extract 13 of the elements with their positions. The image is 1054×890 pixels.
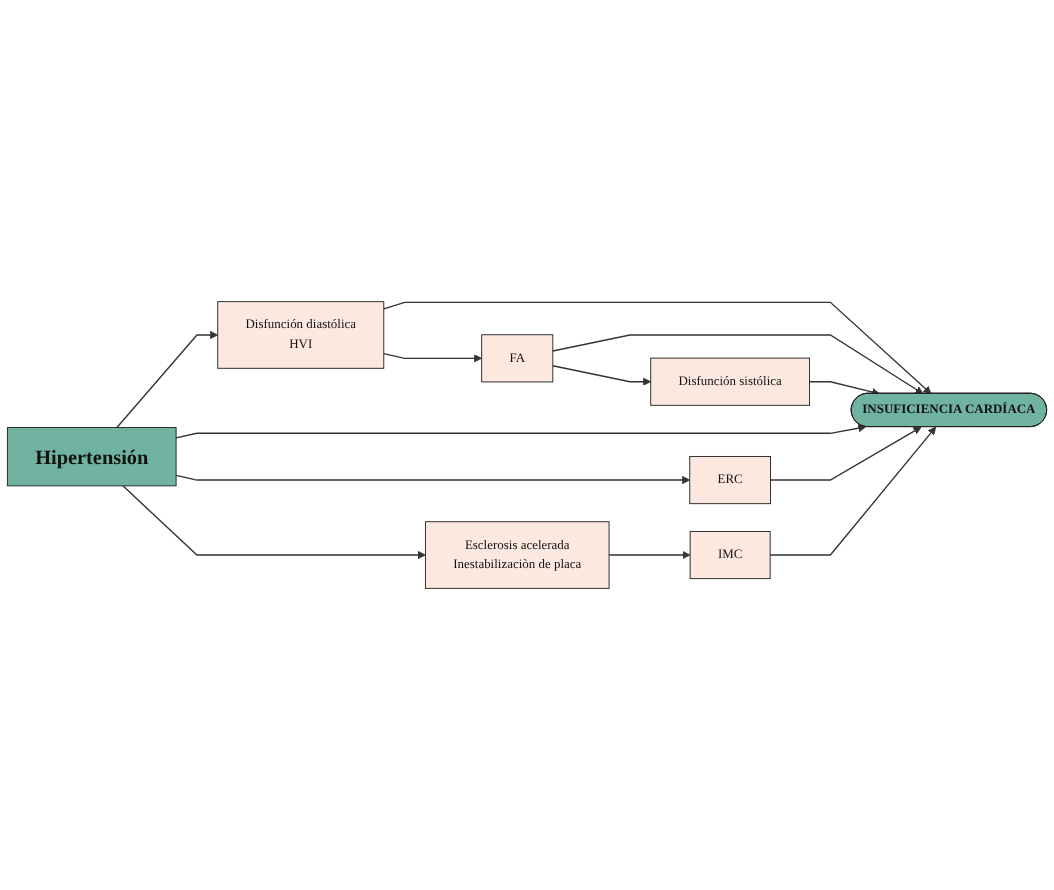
arrow [383, 301, 932, 395]
node-box: Hipertensión [6, 427, 177, 487]
arrow [552, 334, 924, 395]
arrow [122, 485, 426, 560]
arrow [552, 365, 652, 386]
arrow [608, 550, 691, 560]
arrow [769, 426, 922, 481]
arrow [383, 352, 483, 363]
arrow [808, 381, 880, 396]
arrow [116, 330, 219, 429]
arrow [175, 424, 867, 439]
arrow [769, 426, 937, 556]
arrow [175, 474, 691, 485]
